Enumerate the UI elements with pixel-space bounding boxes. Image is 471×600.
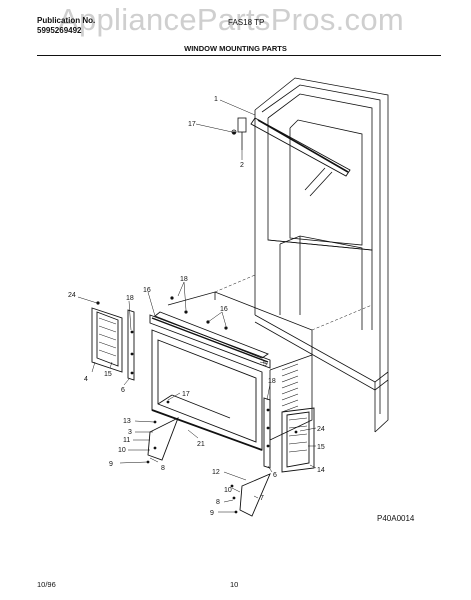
callout-1: 1 <box>214 96 218 103</box>
front-frame <box>151 329 263 451</box>
callout-18: 18 <box>268 378 276 385</box>
callout-8: 8 <box>216 499 220 506</box>
callout-15: 15 <box>104 371 112 378</box>
callout-10: 10 <box>224 487 232 494</box>
callout-labels: 1 17 2 18 16 16 24 18 4 15 6 5 17 13 3 1… <box>68 96 325 517</box>
callout-3: 3 <box>128 429 132 436</box>
section-title: WINDOW MOUNTING PARTS <box>184 44 287 53</box>
header-rule <box>37 55 441 56</box>
callout-13: 13 <box>123 418 131 425</box>
alignment-lines <box>214 274 373 331</box>
callout-6: 6 <box>121 387 125 394</box>
right-curtain-panel <box>263 397 315 473</box>
footer-page-number: 10 <box>230 580 239 589</box>
callout-21: 21 <box>197 441 205 448</box>
watermark: AppliancePartsPros.com <box>58 2 405 37</box>
callout-24: 24 <box>68 292 76 299</box>
callout-18: 18 <box>180 276 188 283</box>
callout-2: 2 <box>240 162 244 169</box>
callout-7: 7 <box>260 495 264 502</box>
callout-24: 24 <box>317 426 325 433</box>
model-number: FAS18 TP <box>228 18 265 27</box>
callout-11: 11 <box>123 437 130 444</box>
callout-15: 15 <box>317 444 325 451</box>
callout-14: 14 <box>317 467 325 474</box>
top-seal-strip <box>250 117 351 177</box>
callout-9: 9 <box>109 461 113 468</box>
footer-date: 10/96 <box>37 580 56 589</box>
left-curtain-panel <box>91 307 135 381</box>
callout-5: 5 <box>263 361 267 368</box>
callout-17: 17 <box>182 391 190 398</box>
callout-9: 9 <box>210 510 214 517</box>
callout-10: 10 <box>118 447 126 454</box>
support-brackets <box>147 417 271 517</box>
window-frame <box>254 77 389 433</box>
callout-12: 12 <box>212 469 220 476</box>
fasteners <box>96 131 298 514</box>
callout-18: 18 <box>126 295 134 302</box>
diagram-code: P40A0014 <box>377 514 415 523</box>
callout-8: 8 <box>161 465 165 472</box>
side-rail <box>154 311 269 359</box>
publication-label: Publication No. <box>37 16 96 25</box>
ac-cabinet <box>167 291 313 441</box>
callout-4: 4 <box>84 376 88 383</box>
leader-lines <box>77 99 317 513</box>
publication-number: 5995269492 <box>37 26 82 35</box>
callout-16: 16 <box>220 306 228 313</box>
callout-17: 17 <box>188 121 196 128</box>
callout-16: 16 <box>143 287 151 294</box>
callout-6: 6 <box>273 472 277 479</box>
